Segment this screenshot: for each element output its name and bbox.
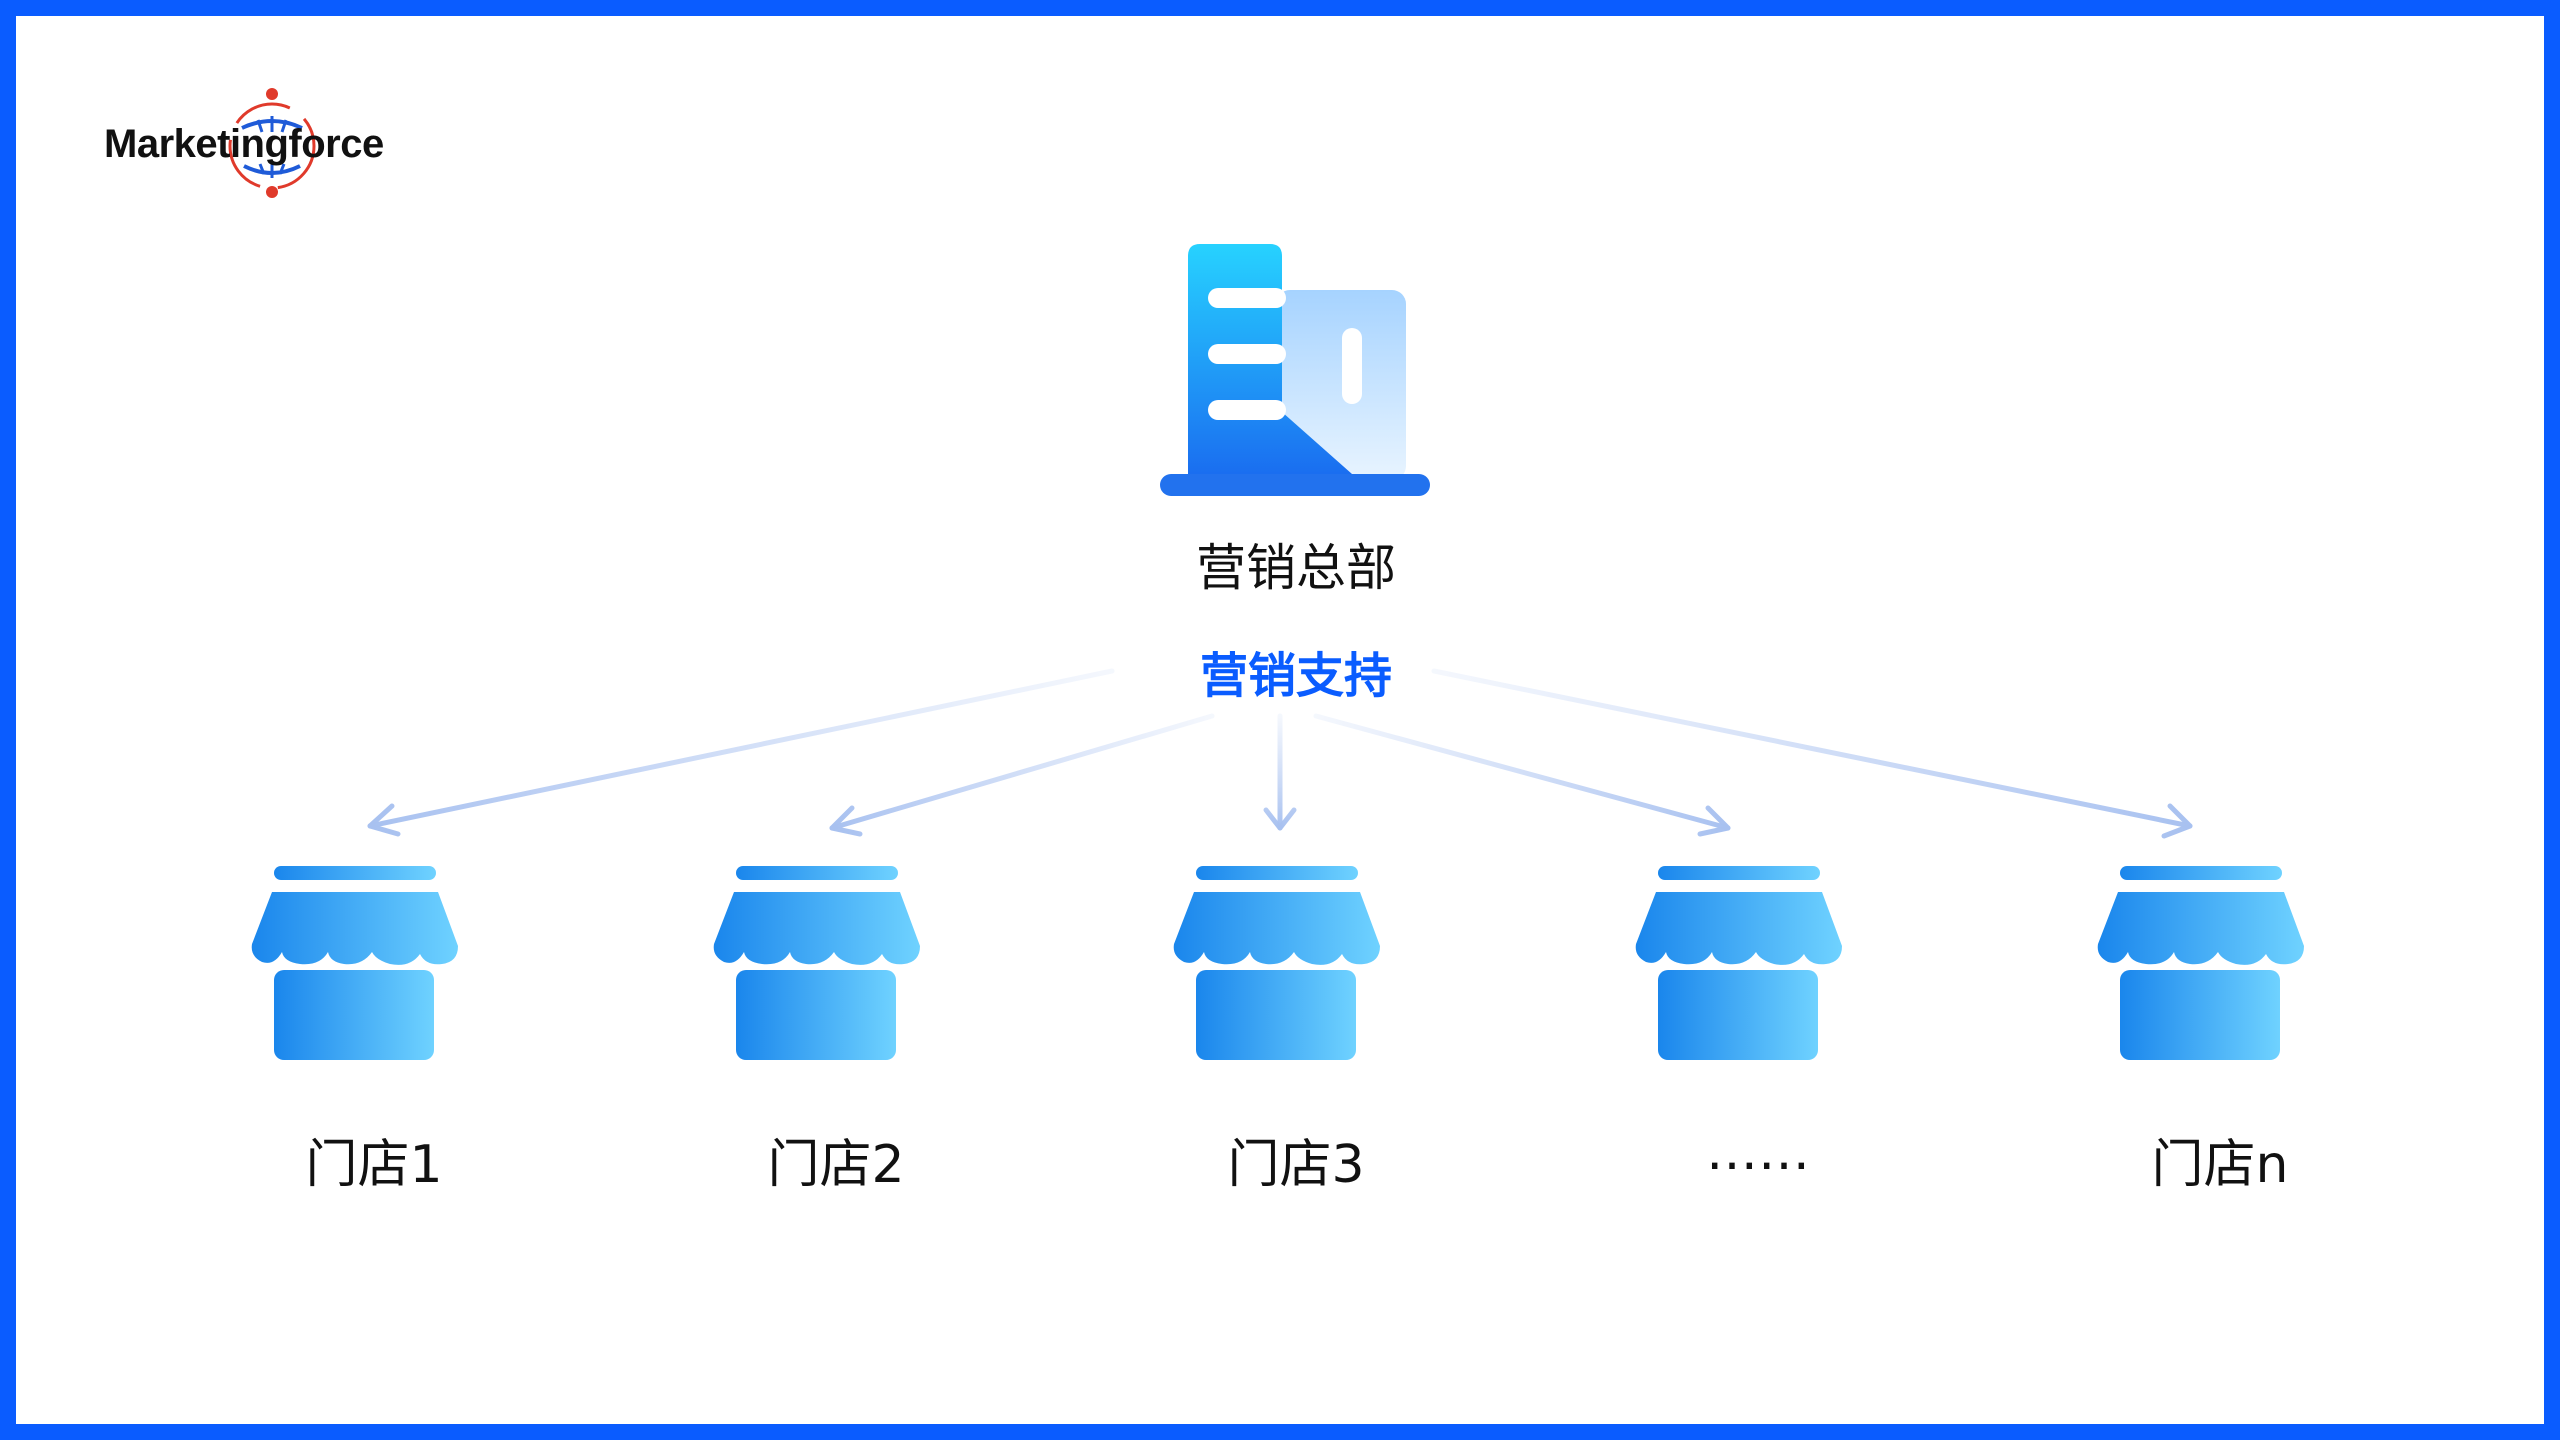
storefront-icon [713, 866, 920, 1060]
store-ellipsis-icon [1634, 866, 1850, 1062]
store-3-icon [1172, 866, 1388, 1062]
headquarters-label: 营销总部 [1196, 539, 1396, 597]
store-n-icon [2096, 866, 2312, 1062]
store-2-label: 门店2 [767, 1135, 905, 1195]
arrow-to-store-3 [1263, 713, 1297, 831]
store-3-label: 门店3 [1227, 1135, 1365, 1195]
store-2-icon [712, 866, 928, 1062]
arrow-to-store-1 [367, 668, 1115, 837]
brand-logo: Marketingforce [102, 86, 422, 206]
arrow-to-store-n [1431, 668, 2193, 839]
storefront-icon [2097, 866, 2304, 1060]
store-n-label: 门店n [2151, 1135, 2289, 1195]
office-building-icon [1160, 244, 1430, 496]
storefront-icon [1635, 866, 1842, 1060]
store-ellipsis-label: …… [1706, 1122, 1810, 1182]
distribution-arrows [367, 668, 2193, 839]
arrow-to-store-4 [1313, 713, 1731, 837]
store-1-icon [250, 866, 466, 1062]
storefront-icon [251, 866, 458, 1060]
store-1-label: 门店1 [305, 1135, 443, 1195]
logo-wordmark: Marketingforce [104, 122, 384, 166]
globe-icon [228, 88, 316, 198]
support-label: 营销支持 [1199, 648, 1392, 704]
storefront-icon [1173, 866, 1380, 1060]
arrow-to-store-2 [829, 713, 1215, 837]
